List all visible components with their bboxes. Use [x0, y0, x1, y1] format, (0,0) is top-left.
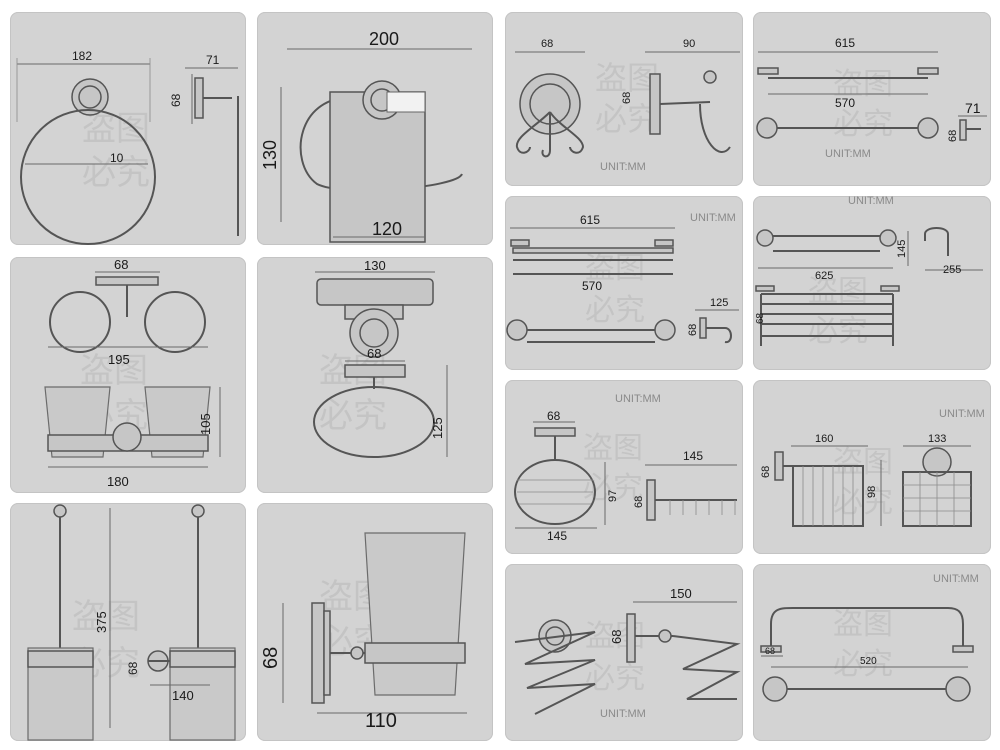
dim-depth: 110: [365, 710, 397, 732]
panel-corner-baskets: 盗图 必究 UNIT:MM 160 133 68 98: [753, 380, 991, 554]
dim-depth: 125: [710, 297, 728, 309]
dim-depth: 255: [943, 264, 961, 276]
dryer-holder-drawing: 盗图 必究 150 68 UNIT:MM: [514, 586, 741, 720]
grab-bar-drawing: 盗图 必究 UNIT:MM 68 520: [760, 573, 979, 702]
dim-height: 68: [260, 647, 282, 669]
panel-tumbler: 盗图 必究 68 110: [257, 503, 493, 741]
dim-height: 68: [687, 324, 699, 336]
dim-thickness: 10: [110, 151, 124, 165]
dim-depth: 90: [683, 38, 695, 50]
panel-toilet-brush: 盗图 必究 375 68 140: [10, 503, 246, 741]
dim-height: 130: [260, 140, 280, 170]
unit-label: UNIT:MM: [939, 408, 985, 420]
dim-width: 615: [835, 36, 855, 50]
watermark-line2: 必究: [833, 107, 893, 142]
watermark-line2: 必究: [82, 153, 150, 193]
paper-holder-drawing: 盗图 必究 200 130 120: [260, 29, 472, 243]
panel-robe-hook: 盗图 必究 68 90 68 UNIT:MM: [505, 12, 743, 186]
unit-label: UNIT:MM: [848, 196, 894, 207]
panel-soap-dish: 盗图 必究 130 68 125: [257, 257, 493, 493]
dim-height: 97: [607, 490, 619, 502]
panel-shelf-hook: 盗图 必究 UNIT:MM 145 255 625 68: [753, 196, 991, 370]
dim-height: 105: [198, 413, 213, 435]
watermark-line2: 必究: [585, 661, 645, 696]
watermark-line1: 盗图: [833, 607, 893, 642]
dim-h1: 68: [760, 466, 772, 478]
dim-depth: 145: [683, 449, 703, 463]
panel-grab-bar: 盗图 必究 UNIT:MM 68 520: [753, 564, 991, 741]
dim-width: 615: [580, 213, 600, 227]
watermark-line2: 必究: [833, 647, 893, 682]
watermark-line2: 必究: [585, 293, 645, 328]
dim-width: 145: [547, 529, 567, 543]
dim-w1: 160: [815, 433, 833, 445]
panel-towel-shelf: 盗图 必究 UNIT:MM 615 570 125 68: [505, 196, 743, 370]
dim-base: 68: [367, 346, 381, 361]
towel-shelf-drawing: 盗图 必究 UNIT:MM 615 570 125 68: [506, 212, 739, 344]
towel-ring-drawing: 盗图 必究 182 71 68 10: [16, 49, 239, 245]
corner-baskets-drawing: 盗图 必究 UNIT:MM 160 133 68 98: [760, 408, 985, 527]
dim-height: 375: [94, 611, 109, 633]
double-tumbler-drawing: 盗图 必究 68 195 105 180: [44, 257, 221, 489]
dim-small: 68: [755, 312, 766, 324]
unit-label: UNIT:MM: [600, 161, 646, 173]
panel-soap-basket: 盗图 必究 UNIT:MM 68 97 145 145 68: [505, 380, 743, 554]
dim-width: 520: [860, 656, 877, 667]
dim-height: 125: [430, 417, 445, 439]
dim-depth: 71: [206, 53, 220, 67]
dim-depth: 140: [172, 688, 194, 703]
robe-hook-drawing: 盗图 必究 68 90 68 UNIT:MM: [515, 38, 740, 173]
watermark-line1: 盗图: [595, 59, 659, 97]
unit-label: UNIT:MM: [690, 212, 736, 224]
panel-towel-bar: 盗图 必究 615 570 71 68 UNIT:MM: [753, 12, 991, 186]
dim-height-side: 68: [633, 496, 645, 508]
dim-w2: 133: [928, 433, 946, 445]
panel-towel-ring: 盗图 必究 182 71 68 10: [10, 12, 246, 245]
unit-label: UNIT:MM: [933, 573, 979, 585]
watermark-line2: 必究: [319, 396, 387, 436]
shelf-hook-drawing: 盗图 必究 UNIT:MM 145 255 625 68: [755, 196, 983, 349]
watermark-line1: 盗图: [80, 351, 148, 391]
dim-width: 130: [364, 258, 386, 273]
watermark-line2: 必究: [595, 100, 659, 138]
dim-top: 68: [547, 409, 561, 423]
watermark-line1: 盗图: [585, 251, 645, 286]
dim-width: 200: [369, 29, 399, 49]
watermark-line1: 盗图: [72, 597, 140, 637]
dim-w: 625: [815, 270, 833, 282]
dim-bar: 570: [582, 279, 602, 293]
dim-height: 68: [621, 92, 633, 104]
dim-h2: 98: [866, 486, 878, 498]
dim-height: 68: [169, 93, 183, 107]
dim-depth: 150: [670, 586, 692, 601]
dim-top: 68: [114, 257, 128, 272]
panel-dryer-holder: 盗图 必究 150 68 UNIT:MM: [505, 564, 743, 741]
soap-basket-drawing: 盗图 必究 UNIT:MM 68 97 145 145 68: [514, 393, 737, 543]
towel-bar-drawing: 盗图 必究 615 570 71 68 UNIT:MM: [756, 36, 987, 160]
soap-dish-drawing: 盗图 必究 130 68 125: [313, 258, 448, 458]
panel-double-tumbler: 盗图 必究 68 195 105 180: [10, 257, 246, 493]
watermark-line1: 盗图: [583, 431, 643, 466]
dim-depth: 120: [372, 219, 402, 239]
panel-paper-holder: 盗图 必究 200 130 120: [257, 12, 493, 245]
watermark-line1: 盗图: [833, 67, 893, 102]
watermark-line2: 必究: [808, 314, 868, 349]
dim-bar: 570: [835, 96, 855, 110]
dim-depth: 71: [965, 100, 981, 116]
dim-width: 68: [541, 38, 553, 50]
unit-label: UNIT:MM: [825, 148, 871, 160]
dim-height: 145: [896, 240, 908, 258]
dim-height-small: 68: [126, 661, 140, 675]
dim-height: 68: [765, 646, 775, 656]
dim-height: 68: [947, 130, 959, 142]
dim-width: 182: [72, 49, 92, 63]
tumbler-drawing: 盗图 必究 68 110: [260, 532, 467, 732]
unit-label: UNIT:MM: [600, 708, 646, 720]
dim-width: 195: [108, 352, 130, 367]
dim-bottom: 180: [107, 474, 129, 489]
dim-height: 68: [609, 630, 624, 644]
unit-label: UNIT:MM: [615, 393, 661, 405]
toilet-brush-drawing: 盗图 必究 375 68 140: [27, 504, 236, 741]
